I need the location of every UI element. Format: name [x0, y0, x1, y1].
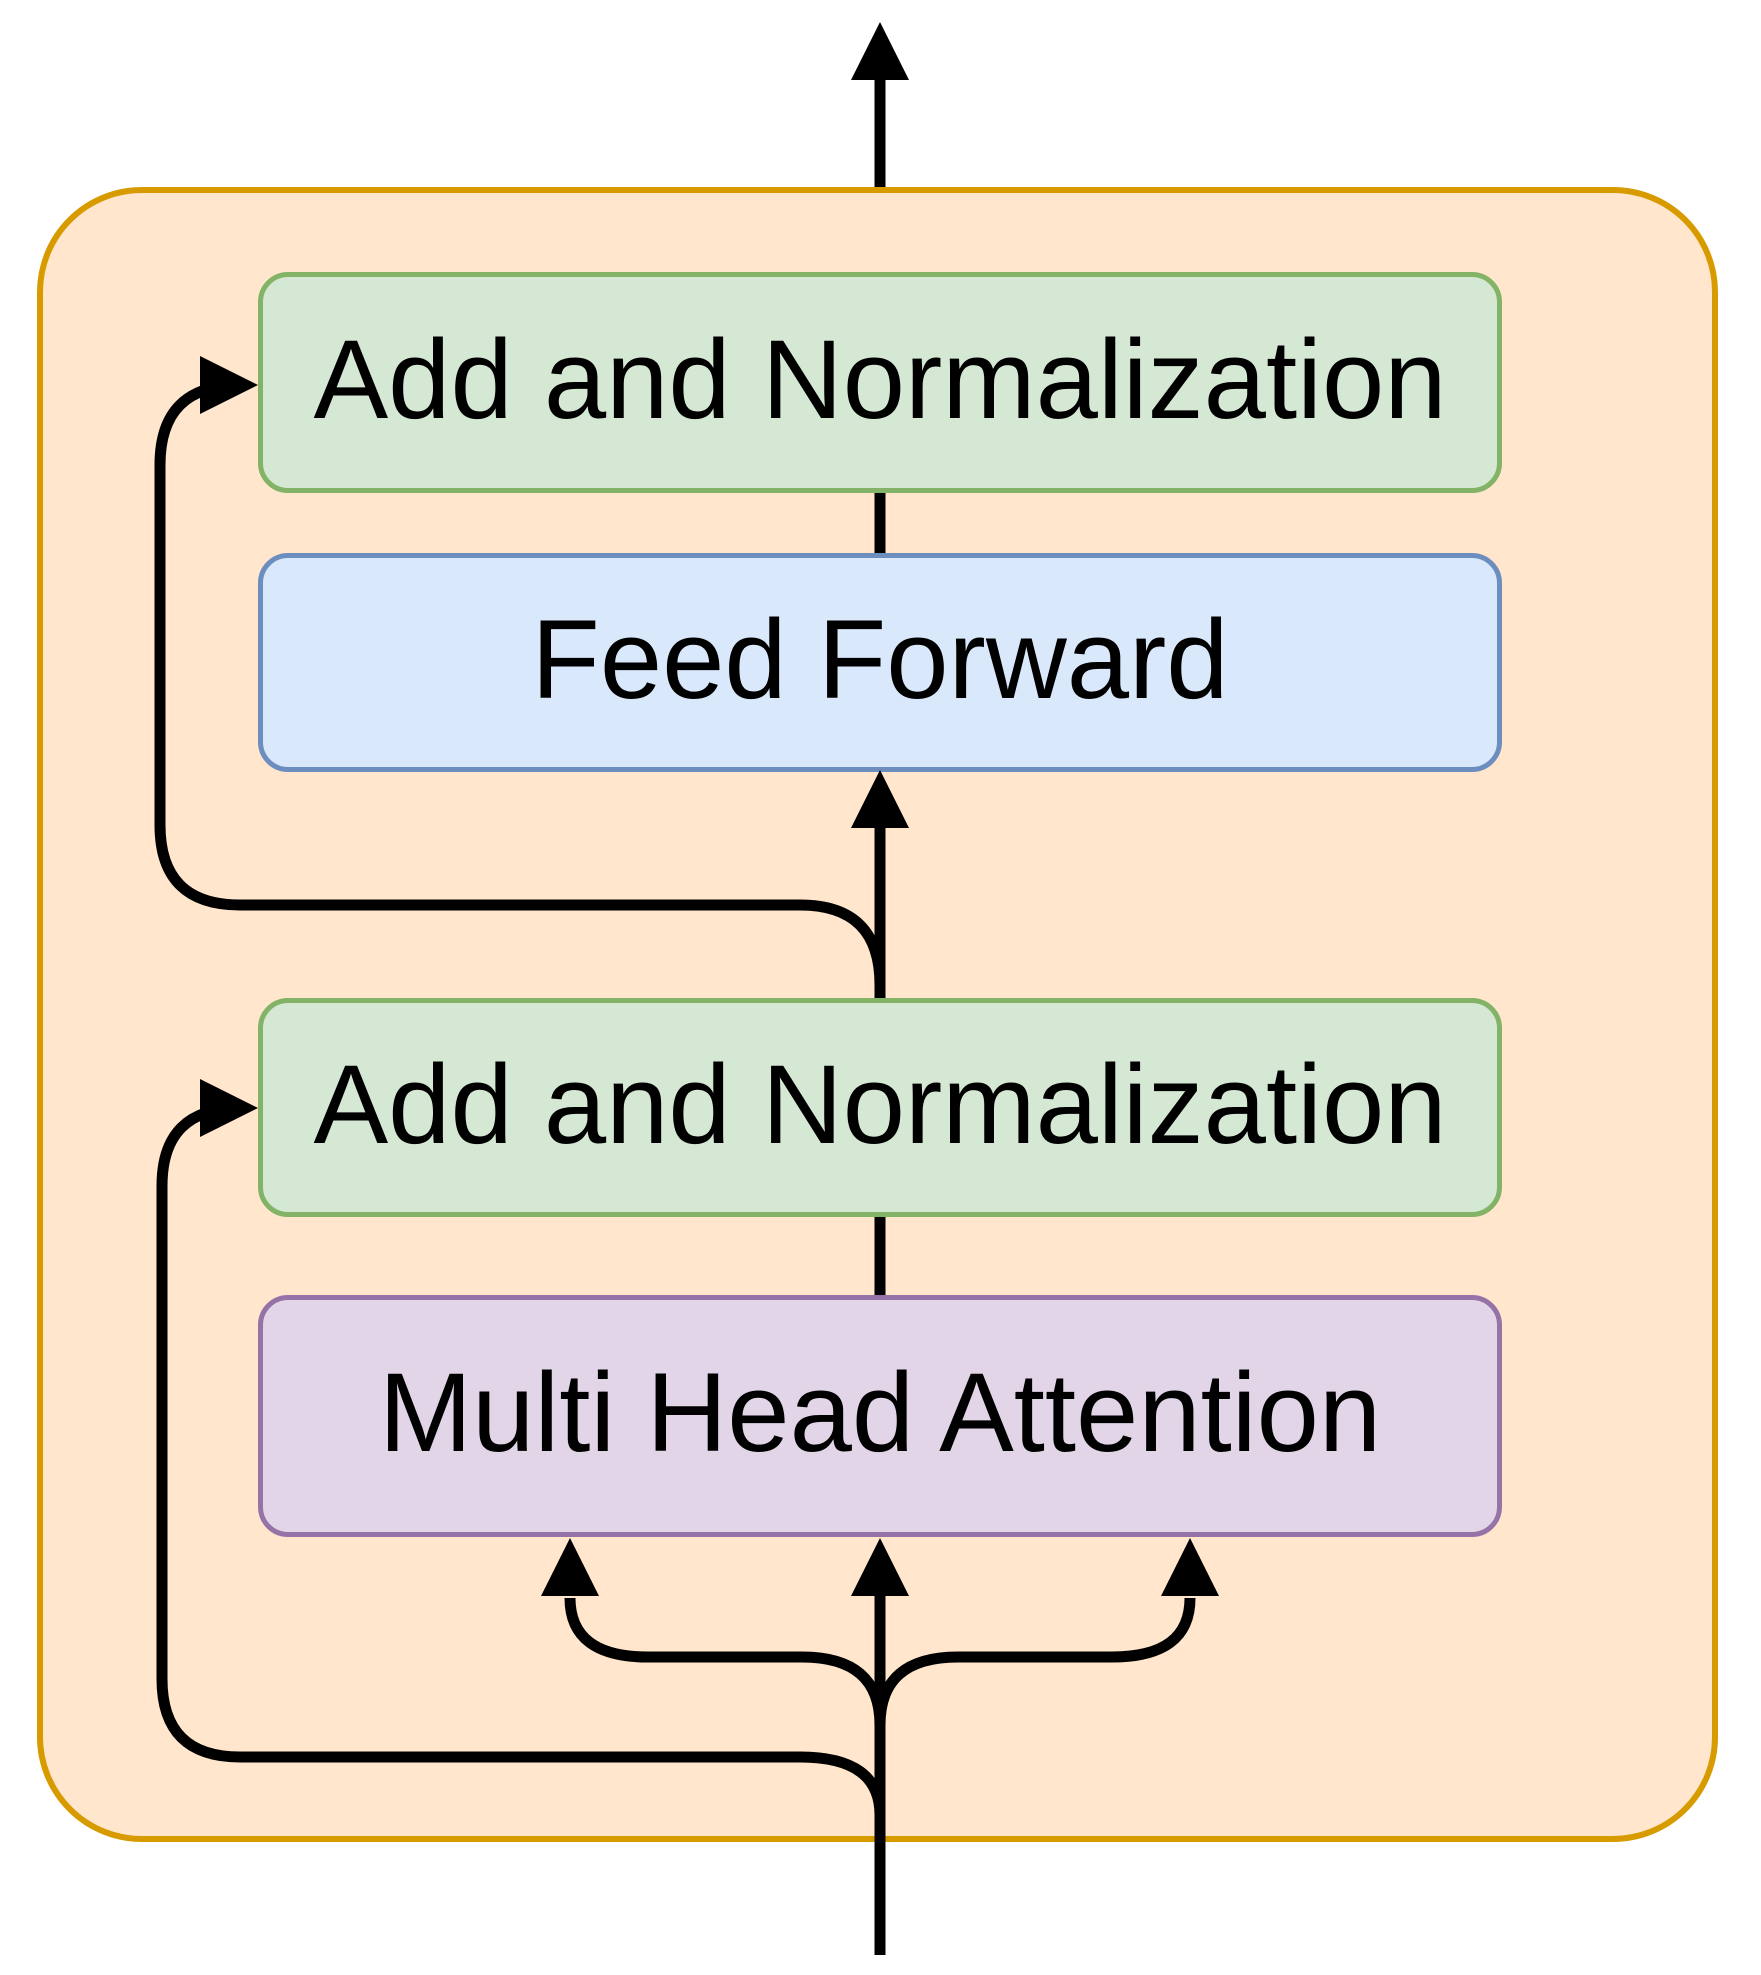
add-norm-top-box: Add and Normalization [258, 272, 1502, 493]
add-norm-bottom-label: Add and Normalization [313, 1041, 1447, 1167]
feed-forward-label: Feed Forward [531, 596, 1229, 722]
add-norm-bottom-box: Add and Normalization [258, 998, 1502, 1217]
feed-forward-box: Feed Forward [258, 553, 1502, 772]
add-norm-top-label: Add and Normalization [313, 316, 1447, 442]
multi-head-attention-label: Multi Head Attention [378, 1350, 1382, 1475]
output-arrow-head [851, 22, 909, 80]
multi-head-attention-box: Multi Head Attention [258, 1295, 1502, 1537]
